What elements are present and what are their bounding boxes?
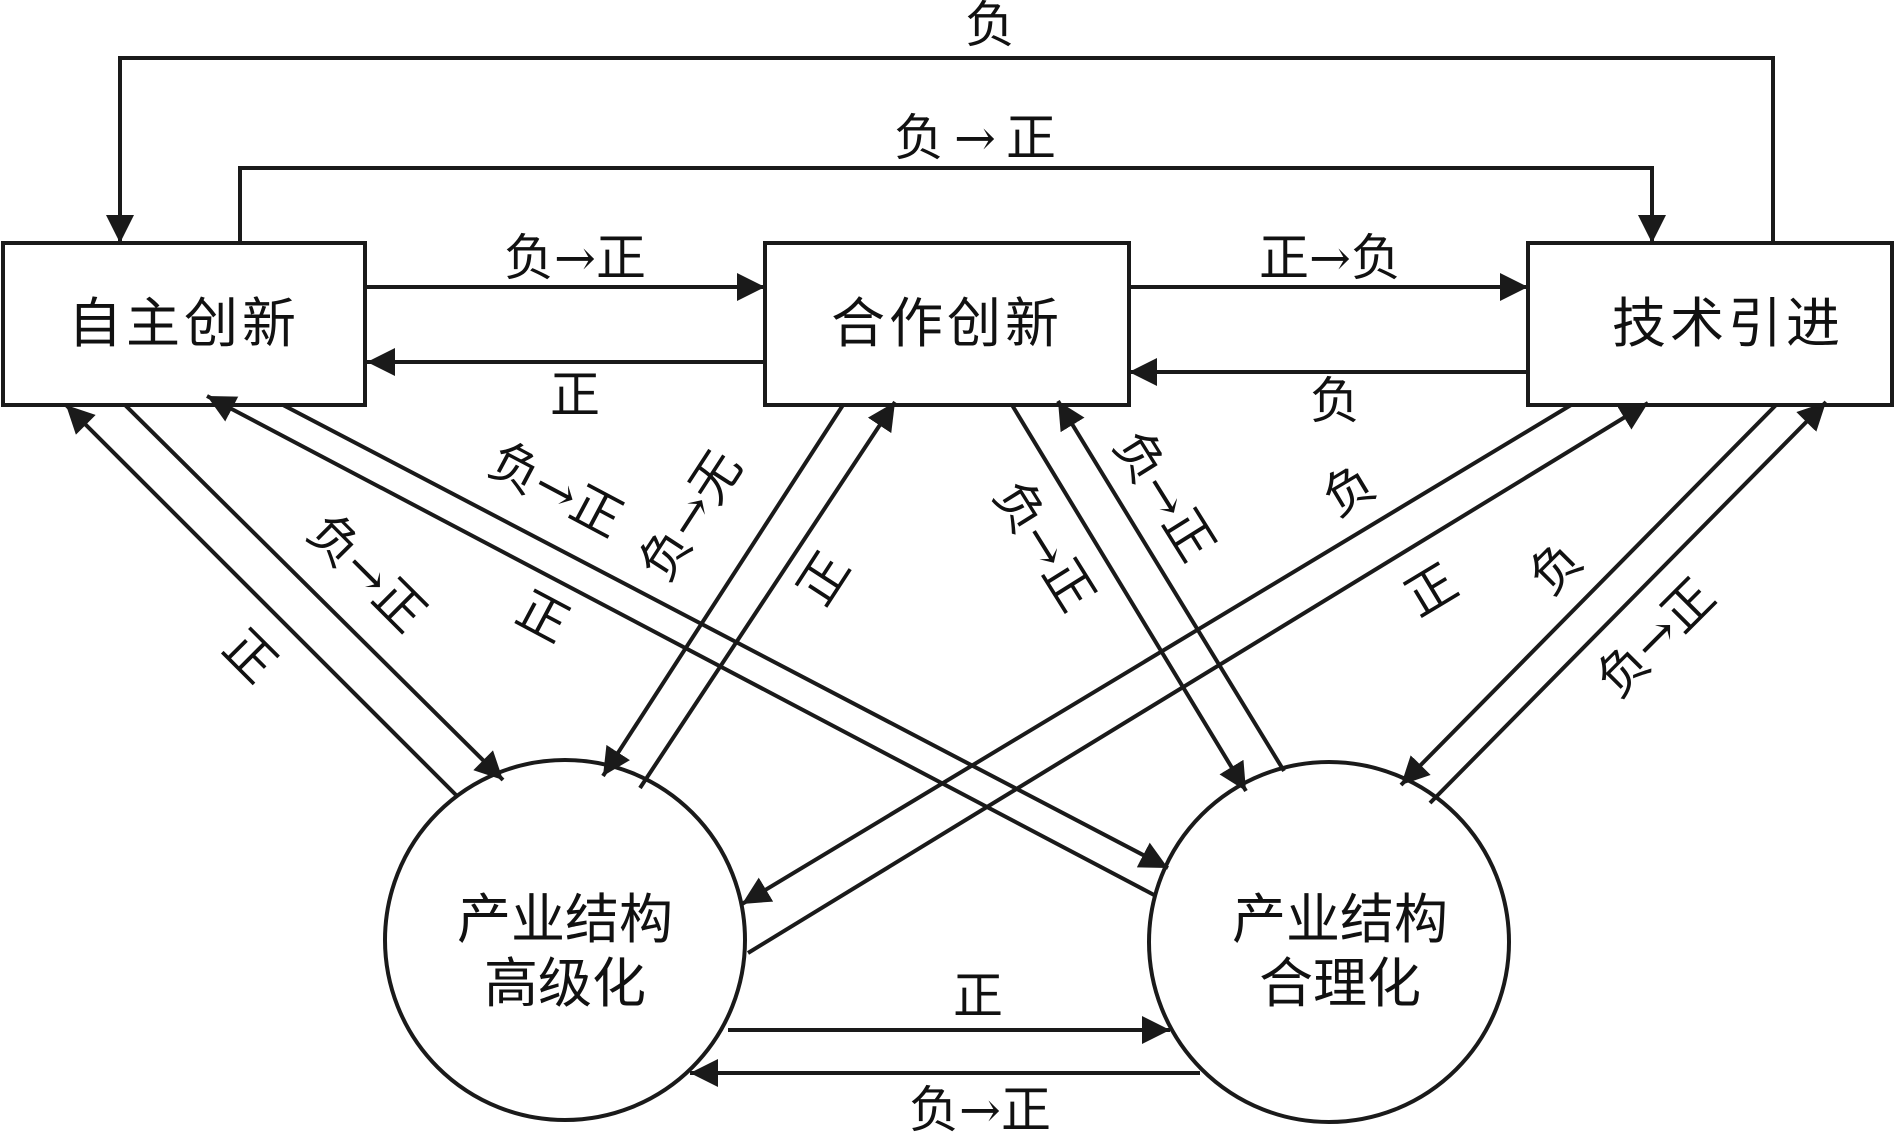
label-indep-to-tech-top: 负→正 [894,109,1066,167]
node-cooperative-innovation-label: 合作创新 [831,292,1063,355]
edge-tech-to-adv [740,403,1573,906]
node-independent-innovation-label: 自主创新 [68,292,300,355]
connectors [64,56,1828,1087]
node-structure-rationalization-line2: 合理化 [1259,952,1421,1015]
node-technology-introduction-label: 技术引进 [1612,292,1844,355]
label-coop-to-adv: 负→无 [628,440,754,591]
edge-rat-to-indep [206,394,1157,898]
label-coop-to-rat: 负→正 [982,470,1106,621]
node-independent-innovation: 自主创新 [1,241,367,407]
label-tech-to-indep-top: 负 [965,0,1015,54]
label-indep-to-adv: 负→正 [296,502,437,643]
edge-coop-to-adv [601,403,845,778]
edge-tech-to-indep-top [106,56,1775,243]
edge-rat-to-tech [1428,400,1828,805]
node-structure-rationalization-line1: 产业结构 [1232,888,1448,951]
edge-rat-to-coop [1056,399,1286,773]
label-tech-to-adv: 负 [1313,453,1386,528]
node-cooperative-innovation: 合作创新 [763,241,1131,407]
edge-indep-to-adv [123,403,505,782]
label-indep-to-coop: 负→正 [504,229,646,287]
label-indep-to-rat: 负→正 [480,431,633,549]
edge-coop-to-rat [1010,403,1248,793]
label-rat-to-adv: 负→正 [909,1081,1051,1137]
edge-indep-to-rat [282,403,1169,870]
label-tech-to-coop: 负 [1310,372,1360,430]
label-rat-to-tech: 负→正 [1585,567,1726,708]
label-adv-to-rat: 正 [953,967,1003,1025]
label-coop-to-indep: 正 [550,366,600,424]
label-rat-to-indep: 正 [507,580,578,655]
edge-indep-to-tech-top [238,166,1666,243]
label-adv-to-tech: 正 [1395,553,1468,628]
node-structure-advancement: 产业结构 高级化 [383,758,747,1122]
node-technology-introduction: 技术引进 [1526,241,1894,407]
label-tech-to-rat: 负 [1518,530,1594,606]
edge-adv-to-tech [746,401,1650,955]
edge-tech-to-rat [1399,403,1778,787]
edge-adv-to-indep [64,403,460,799]
node-structure-advancement-line2: 高级化 [484,952,646,1015]
edge-adv-to-coop [638,400,897,790]
node-structure-advancement-line1: 产业结构 [457,888,673,951]
label-rat-to-coop: 负→正 [1102,420,1226,571]
label-adv-to-indep: 正 [212,618,288,694]
label-coop-to-tech: 正→负 [1259,229,1401,287]
node-structure-rationalization: 产业结构 合理化 [1147,760,1511,1124]
